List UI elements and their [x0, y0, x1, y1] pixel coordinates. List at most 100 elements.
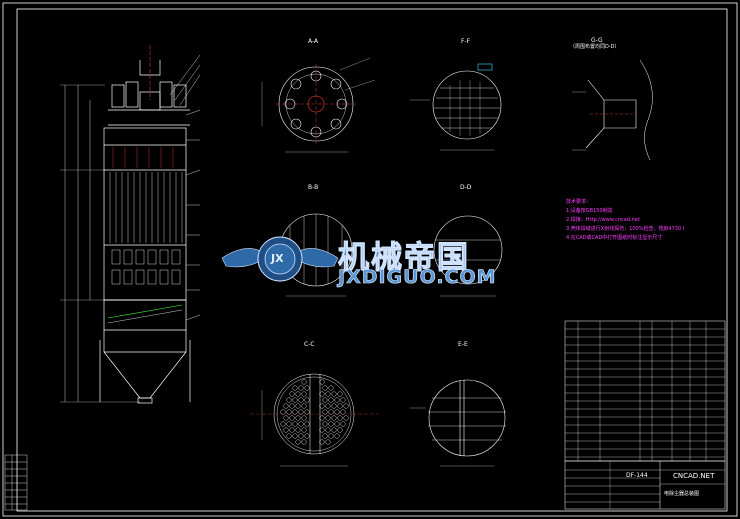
tube-hole — [289, 403, 295, 409]
tube-hole — [301, 379, 307, 385]
tube-hole — [286, 421, 292, 427]
tube-hole — [289, 415, 295, 421]
section-f-f — [410, 63, 502, 151]
tube-hole — [301, 415, 307, 421]
tube-hole — [340, 421, 346, 427]
tube-hole — [334, 433, 340, 439]
tube-hole — [301, 403, 307, 409]
tube-hole — [319, 415, 325, 421]
tube-hole — [283, 427, 289, 433]
section-d-d — [433, 215, 503, 297]
tube-hole — [328, 433, 334, 439]
tube-hole — [289, 391, 295, 397]
tube-hole — [304, 409, 310, 415]
tube-hole — [295, 415, 301, 421]
tube-hole — [292, 433, 298, 439]
tube-hole — [292, 409, 298, 415]
view-label-d: D-D — [460, 184, 472, 191]
tube-hole — [295, 427, 301, 433]
note-line: 技术要求： — [566, 199, 592, 205]
tube-hole — [328, 397, 334, 403]
tube-hole — [298, 409, 304, 415]
tube-hole — [319, 427, 325, 433]
tube-hole — [343, 415, 349, 421]
tube-hole — [319, 391, 325, 397]
tube-hole — [337, 403, 343, 409]
tube-hole — [301, 439, 307, 445]
tube-hole — [340, 409, 346, 415]
tube-hole — [292, 421, 298, 427]
tower-elevation — [60, 45, 191, 404]
tube-hole — [283, 415, 289, 421]
tube-hole — [301, 391, 307, 397]
tube-hole — [298, 433, 304, 439]
technical-notes: 技术要求： 1.设备按GB150制造 2.焊接：Http://www.cncad… — [566, 198, 684, 243]
watermark-title: 机械帝国 — [338, 240, 470, 277]
tube-hole — [337, 427, 343, 433]
tube-hole — [328, 421, 334, 427]
note-line: 3.壳体焊缝进行X射线探伤，100%检查，按JB4730 II级合格 — [566, 226, 684, 232]
tube-hole — [331, 403, 337, 409]
title-block — [564, 460, 726, 510]
tube-hole — [298, 397, 304, 403]
tube-hole — [298, 421, 304, 427]
tube-hole — [280, 409, 286, 415]
tube-hole — [319, 379, 325, 385]
title-block-name: 电除尘器总装图 — [664, 491, 700, 497]
tube-hole — [286, 433, 292, 439]
watermark-subtitle: JXDIGUO.COM — [338, 266, 497, 289]
title-block-site: CNCAD.NET — [673, 472, 715, 480]
tube-hole — [295, 403, 301, 409]
tube-hole — [328, 385, 334, 391]
section-c-c — [250, 373, 378, 467]
tube-hole — [286, 409, 292, 415]
title-block-drawing-no: DF-144 — [626, 472, 648, 479]
section-a-a — [261, 57, 376, 153]
tube-hole — [322, 421, 328, 427]
view-label-g-sub: （周围布置均同D-D） — [570, 44, 620, 50]
tube-hole — [298, 385, 304, 391]
tube-hole — [325, 403, 331, 409]
tube-hole — [304, 421, 310, 427]
tube-hole — [295, 391, 301, 397]
view-label-g: G-G — [591, 37, 603, 44]
watermark-emblem — [221, 236, 339, 282]
tube-hole — [280, 421, 286, 427]
view-label-f: F-F — [461, 38, 471, 45]
tube-hole — [337, 391, 343, 397]
tube-hole — [334, 421, 340, 427]
tube-hole — [304, 385, 310, 391]
tube-hole — [301, 427, 307, 433]
view-label-b: B-B — [308, 184, 319, 191]
tube-hole — [304, 397, 310, 403]
tube-hole — [343, 403, 349, 409]
tube-hole — [340, 397, 346, 403]
tube-hole — [286, 397, 292, 403]
tube-hole — [295, 439, 301, 445]
note-line: 1.设备按GB150制造 — [566, 208, 613, 214]
view-label-e: E-E — [458, 341, 468, 348]
tube-hole — [304, 433, 310, 439]
tube-hole — [325, 391, 331, 397]
tube-hole — [289, 427, 295, 433]
tube-hole — [334, 397, 340, 403]
tube-hole — [337, 415, 343, 421]
tube-hole — [334, 409, 340, 415]
note-line: 2.焊接：Http://www.cncad.net — [566, 217, 640, 223]
view-label-a: A-A — [308, 38, 319, 45]
section-e-e — [410, 379, 506, 467]
parts-list-table — [564, 320, 726, 462]
tube-hole — [292, 385, 298, 391]
tube-hole — [328, 409, 334, 415]
tube-hole — [331, 427, 337, 433]
tube-hole — [331, 391, 337, 397]
tube-hole — [325, 415, 331, 421]
tube-hole — [322, 385, 328, 391]
tower-callouts — [169, 54, 201, 321]
tube-hole — [292, 397, 298, 403]
detail-g-g — [572, 59, 653, 161]
tube-hole — [325, 439, 331, 445]
tube-hole — [322, 409, 328, 415]
